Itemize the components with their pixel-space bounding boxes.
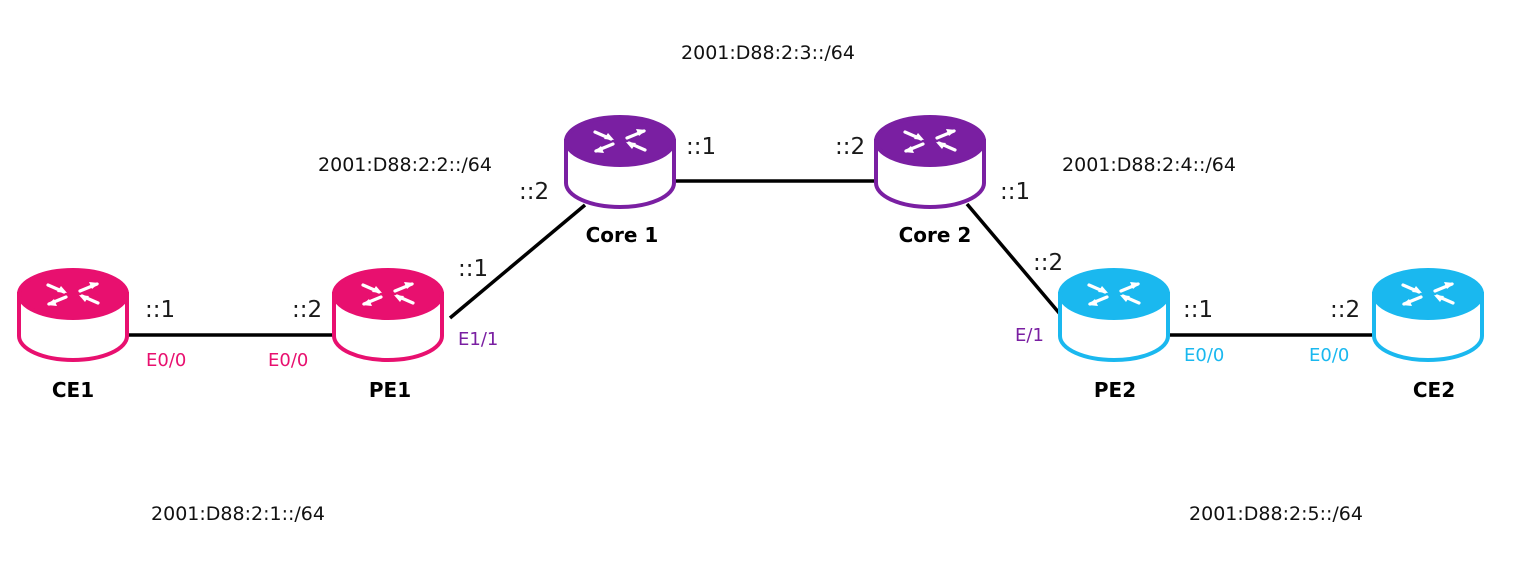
- addr-pe1-up: ::1: [458, 256, 488, 282]
- link-pe1-core1: [448, 203, 587, 320]
- subnet-label-core1-core2: 2001:D88:2:3::/64: [681, 42, 855, 64]
- addr-pe1-left: ::2: [292, 297, 322, 323]
- links-layer: [128, 179, 1372, 337]
- router-name-ce2: CE2: [1413, 378, 1455, 402]
- router-core1[interactable]: [564, 115, 676, 209]
- addr-ce2: ::2: [1330, 297, 1360, 323]
- iface-pe2-e0: E0/0: [1184, 345, 1224, 366]
- addr-pe2-up: ::2: [1033, 250, 1063, 276]
- router-name-pe2: PE2: [1094, 378, 1136, 402]
- router-pe1[interactable]: [332, 268, 444, 362]
- subnet-label-ce1-pe1: 2001:D88:2:1::/64: [151, 503, 325, 525]
- link-core2-pe2: [965, 202, 1062, 316]
- addr-pe2-right: ::1: [1183, 297, 1213, 323]
- subnet-label-pe2-ce2: 2001:D88:2:5::/64: [1189, 503, 1363, 525]
- iface-ce1-e0: E0/0: [146, 350, 186, 371]
- router-pe1-top: [332, 268, 444, 320]
- router-name-core1: Core 1: [586, 223, 659, 247]
- router-ce2[interactable]: [1372, 268, 1484, 362]
- iface-ce2-e0: E0/0: [1309, 345, 1349, 366]
- router-ce1[interactable]: [17, 268, 129, 362]
- router-core2[interactable]: [874, 115, 986, 209]
- addr-core1-down: ::2: [519, 179, 549, 205]
- router-name-pe1: PE1: [369, 378, 411, 402]
- router-ce2-top: [1372, 268, 1484, 320]
- addr-core2-left: ::2: [835, 134, 865, 160]
- router-name-ce1: CE1: [52, 378, 94, 402]
- addr-ce1: ::1: [145, 297, 175, 323]
- router-core2-top: [874, 115, 986, 167]
- iface-pe1-e11: E1/1: [458, 329, 498, 350]
- addr-core1-right: ::1: [686, 134, 716, 160]
- subnet-label-core2-pe2: 2001:D88:2:4::/64: [1062, 154, 1236, 176]
- router-core1-top: [564, 115, 676, 167]
- addr-core2-down: ::1: [1000, 179, 1030, 205]
- router-ce1-top: [17, 268, 129, 320]
- router-pe2-top: [1058, 268, 1170, 320]
- iface-pe2-e1: E/1: [1015, 325, 1044, 346]
- subnet-label-pe1-core1: 2001:D88:2:2::/64: [318, 154, 492, 176]
- iface-pe1-e0: E0/0: [268, 350, 308, 371]
- router-pe2[interactable]: [1058, 268, 1170, 362]
- router-name-core2: Core 2: [899, 223, 972, 247]
